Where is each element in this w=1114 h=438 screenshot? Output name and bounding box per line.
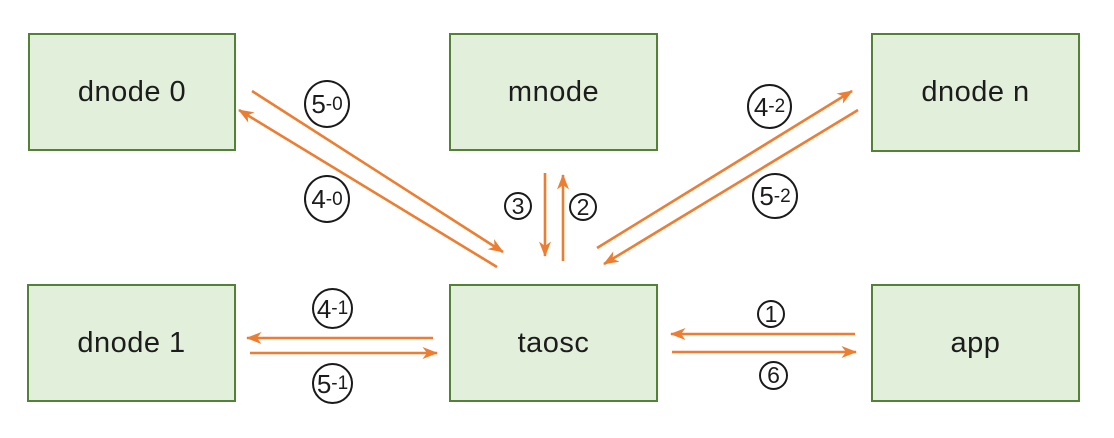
node-dnode1-label: dnode 1 bbox=[77, 326, 186, 359]
node-app: app bbox=[871, 284, 1080, 402]
node-mnode-label: mnode bbox=[507, 75, 600, 108]
edge-label-5-2-main: 5 bbox=[759, 181, 774, 211]
edge-label-5-2: 5-2 bbox=[752, 173, 798, 219]
edge-label-5-2-suffix: -2 bbox=[773, 185, 791, 207]
edge-label-5-1-main: 5 bbox=[316, 368, 332, 399]
edge-label-4-0: 4-0 bbox=[304, 175, 350, 223]
edge-label-6: 6 bbox=[759, 361, 788, 390]
arrow-taosc-to-dnode0 bbox=[238, 108, 498, 269]
edge-label-2: 2 bbox=[569, 193, 597, 221]
edge-label-5-1-suffix: -1 bbox=[331, 373, 349, 394]
node-mnode: mnode bbox=[449, 33, 658, 151]
edge-label-4-2-main: 4 bbox=[753, 91, 769, 122]
edge-label-4-1: 4-1 bbox=[312, 288, 353, 329]
edge-label-5-1: 5-1 bbox=[312, 363, 353, 404]
edge-label-1-main: 1 bbox=[764, 300, 778, 327]
node-dnode0: dnode 0 bbox=[28, 33, 236, 151]
edge-label-3: 3 bbox=[504, 192, 532, 220]
edge-label-4-2-suffix: -2 bbox=[768, 96, 786, 117]
arrow-dnode0-to-taosc bbox=[251, 89, 504, 254]
edge-label-4-1-suffix: -1 bbox=[331, 298, 349, 319]
edge-label-2-main: 2 bbox=[576, 193, 590, 220]
node-taosc-label: taosc bbox=[517, 326, 590, 359]
edge-label-5-0-main: 5 bbox=[311, 89, 326, 119]
edge-label-5-0-suffix: -0 bbox=[325, 93, 343, 115]
edge-label-3-main: 3 bbox=[511, 192, 525, 219]
edge-label-1: 1 bbox=[757, 300, 785, 328]
node-dnoden: dnode n bbox=[871, 33, 1080, 152]
edge-label-4-0-main: 4 bbox=[311, 184, 326, 214]
node-dnode0-label: dnode 0 bbox=[77, 75, 187, 108]
edge-label-4-2: 4-2 bbox=[747, 84, 792, 129]
arrow-taosc-to-dnoden bbox=[596, 89, 853, 250]
edge-label-4-1-main: 4 bbox=[316, 293, 332, 324]
node-app-label: app bbox=[950, 326, 1001, 359]
arrow-dnoden-to-taosc bbox=[603, 108, 859, 266]
node-taosc: taosc bbox=[449, 284, 658, 402]
edge-label-6-main: 6 bbox=[767, 362, 780, 388]
node-dnoden-label: dnode n bbox=[921, 76, 1030, 108]
edge-label-5-0: 5-0 bbox=[304, 80, 350, 128]
edge-label-4-0-suffix: -0 bbox=[325, 188, 343, 210]
node-dnode1: dnode 1 bbox=[27, 284, 236, 402]
